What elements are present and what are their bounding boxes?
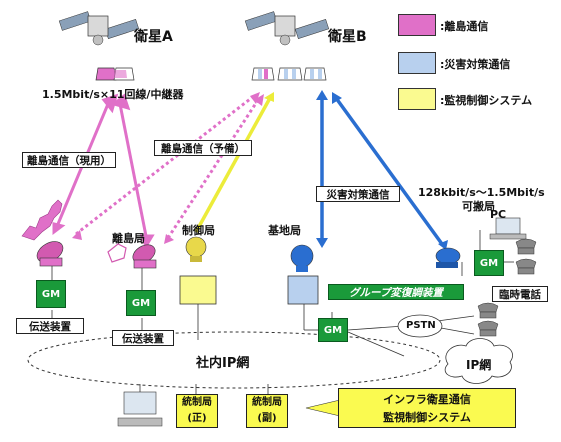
gm-box-island-1: GM (36, 280, 66, 308)
transponder-a (95, 67, 135, 81)
gm-box-base: GM (318, 318, 348, 342)
central-station-main: 統制局 (正) (176, 394, 218, 428)
legend-label-disaster: :災害対策通信 (440, 58, 511, 71)
satellite-a-icon (58, 11, 140, 46)
satellite-b-label: 衛星B (328, 29, 367, 45)
island-dish-icon-1 (36, 241, 64, 267)
legend-label-control: :監視制御システム (440, 94, 533, 107)
base-station-label: 基地局 (268, 224, 301, 237)
base-dish-icon (290, 244, 314, 272)
central-main-line1: 統制局 (182, 397, 212, 408)
island-backup-links (75, 94, 260, 239)
central-main-line2: (正) (187, 413, 207, 424)
infra-callout: インフラ衛星通信 監視制御システム (338, 388, 516, 428)
transmission-device-1: 伝送装置 (16, 318, 84, 334)
control-station-label: 制御局 (182, 224, 215, 237)
control-link (194, 92, 274, 233)
island-current-links (52, 93, 155, 250)
legend-swatch-disaster (398, 52, 436, 74)
pc-label: PC (490, 208, 507, 221)
transmission-device-2: 伝送装置 (112, 330, 174, 346)
corp-ip-label: 社内IP網 (196, 356, 250, 371)
central-sub-line1: 統制局 (252, 397, 282, 408)
base-station-box (287, 275, 319, 305)
ip-net-label: IP網 (466, 358, 492, 372)
control-dish-icon (185, 236, 207, 262)
gm-box-portable: GM (474, 250, 504, 276)
satellite-b-icon (244, 11, 330, 46)
island-map-icon (21, 199, 63, 241)
island-dish-icon-2 (107, 243, 157, 269)
infra-line2: 監視制御システム (383, 411, 471, 424)
transponder-b (251, 67, 327, 81)
pstn-cloud (397, 314, 443, 338)
rate-a-label: 1.5Mbit/s×11回線/中継器 (42, 88, 184, 101)
ip-cloud (444, 338, 513, 384)
legend-swatch-control (398, 88, 436, 110)
legend-label-island: :離島通信 (440, 20, 489, 33)
central-sub-line2: (副) (257, 413, 277, 424)
pc-icon (489, 217, 527, 240)
portable-station-label: 可搬局 (462, 200, 495, 213)
disaster-links (316, 90, 448, 250)
island-station-label: 離島局 (112, 232, 145, 245)
island-backup-label: 離島通信（予備） (154, 140, 252, 156)
central-station-sub: 統制局 (副) (246, 394, 288, 428)
rate-b-label: 128kbit/s～1.5Mbit/s (418, 186, 545, 199)
telephone-icons (477, 238, 537, 337)
control-station-box (179, 275, 217, 305)
portable-station-icon (435, 247, 461, 268)
group-modem-label: グループ変復調装置 (328, 284, 464, 300)
disaster-link-label: 災害対策通信 (316, 186, 400, 202)
island-current-label: 離島通信（現用） (22, 152, 116, 168)
satellite-a-label: 衛星A (134, 29, 173, 45)
temp-phone-label: 臨時電話 (492, 286, 548, 302)
island-backup-arrowheads (72, 92, 264, 244)
infra-line1: インフラ衛星通信 (383, 393, 471, 406)
terminal-icon (117, 384, 163, 427)
gm-box-island-2: GM (126, 290, 156, 316)
corporate-ip-network (27, 331, 441, 389)
infra-callout-pointer (305, 399, 341, 417)
legend-swatch-island (398, 14, 436, 36)
pstn-label: PSTN (406, 320, 436, 331)
